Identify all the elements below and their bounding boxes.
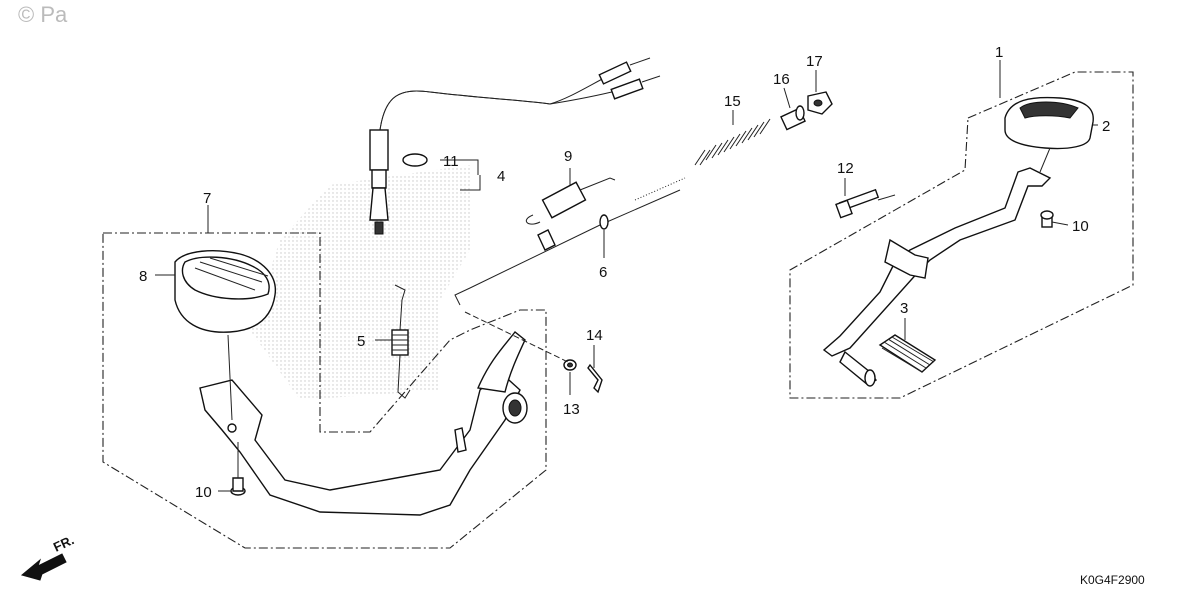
callout-10-left: 10 [195,484,212,501]
callout-6: 6 [599,264,607,281]
bolt-12 [835,188,896,219]
copyright-watermark: © Pa [18,2,68,27]
change-pedal-arm [822,167,1052,387]
callout-5: 5 [357,333,365,350]
leader-lines [155,60,1098,492]
nut-17 [807,91,833,115]
callout-17: 17 [806,53,823,70]
callout-8: 8 [139,268,147,285]
joint-16 [780,105,806,131]
front-direction-arrow-icon [20,553,67,581]
brake-rod-6 [454,177,686,371]
callout-1: 1 [995,44,1003,61]
diagram-code: K0G4F2900 [1080,573,1145,587]
brake-pedal-arm [199,331,528,516]
callout-14: 14 [586,327,603,344]
callout-10-right: 10 [1072,218,1089,235]
change-pedal-assembly-outline [789,71,1134,399]
callout-11: 11 [443,153,459,170]
cotter-pin-14 [587,363,603,394]
watermark-logo [250,165,470,400]
brake-pedal-rubber [174,250,277,333]
callout-3: 3 [900,300,908,317]
brake-light-switch [369,57,661,235]
callout-7: 7 [203,190,211,207]
stop-switch-spring-9 [525,177,616,225]
direction-label: FR. [51,532,76,554]
return-spring-5 [391,284,411,399]
bolt-10-right [1040,210,1054,228]
pedal-cover-2 [1004,96,1094,173]
spring-15 [694,118,771,166]
callout-4: 4 [497,168,505,185]
callout-13: 13 [563,401,580,418]
bolt-10-left [230,442,246,496]
callout-2: 2 [1102,118,1110,135]
change-pedal-rubber-3 [878,334,937,373]
callout-9: 9 [564,148,572,165]
callout-16: 16 [773,71,790,88]
brake-pedal-assembly-outline [102,232,547,549]
callout-12: 12 [837,160,854,177]
callout-15: 15 [724,93,741,110]
